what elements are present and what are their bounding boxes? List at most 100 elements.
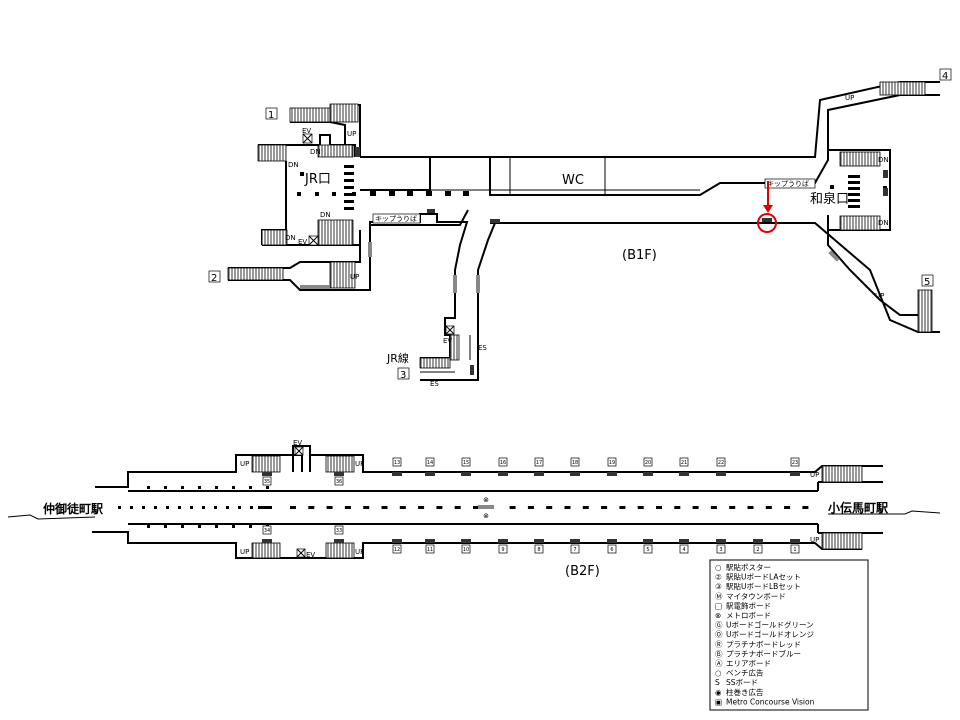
dn-label: DN	[320, 211, 331, 219]
izumi-exit-label: 和泉口	[810, 191, 849, 207]
legend-item-label: Uボードゴールドオレンジ	[726, 629, 814, 639]
up-label: UP	[347, 130, 356, 138]
track-mark	[118, 506, 121, 509]
track-mark	[729, 506, 736, 509]
ticket-office-label: キップうりば	[375, 214, 417, 223]
upper-board-mark	[262, 472, 272, 476]
track-mark	[418, 506, 425, 509]
upper-board-tag	[643, 457, 653, 467]
upper-board-number: 22	[718, 460, 724, 466]
upper-board-mark	[607, 472, 617, 476]
legend-item-label: ベンチ広告	[726, 668, 764, 678]
exit-2: 2	[211, 273, 217, 284]
upper-board-number: 15	[463, 460, 469, 466]
track-mark	[692, 506, 699, 509]
track-mark	[214, 506, 217, 509]
track-mark	[290, 506, 296, 509]
upper-board-tag	[607, 457, 617, 467]
upper-board-mark	[534, 472, 544, 476]
track-mark	[166, 506, 169, 509]
upper-board-mark	[392, 472, 402, 476]
track-mark	[344, 506, 351, 509]
upper-board-number: 23	[792, 460, 798, 466]
lower-board-number: 9	[501, 547, 504, 553]
lower-board-tag	[534, 544, 544, 554]
legend-item-label: SSボード	[726, 678, 758, 687]
upper-board-number: 16	[500, 460, 506, 466]
lower-board-number: 2	[756, 547, 759, 553]
corridor-wall-south	[490, 222, 940, 333]
upper-board-mark	[461, 472, 471, 476]
lower-board-number: 33	[336, 528, 342, 534]
up-label: UP	[845, 94, 854, 102]
legend-item-label: プラチナボードレッド	[726, 640, 801, 649]
track-mark	[637, 506, 644, 509]
lower-board-tag	[498, 544, 508, 554]
lower-board-tag	[753, 544, 763, 554]
legend-symbol-icon: □	[715, 601, 722, 610]
upper-board-tag	[716, 457, 726, 467]
lower-board-number: 3	[719, 547, 722, 553]
track-mark	[454, 506, 461, 509]
upper-board-tag	[425, 457, 435, 467]
legend-item-label: プラチナボードブルー	[726, 648, 801, 658]
b2f-floor-label: (B2F)	[565, 564, 600, 579]
lower-board-tag	[679, 544, 689, 554]
upper-board-mark	[790, 472, 800, 476]
track-mark	[784, 506, 791, 509]
upper-board-mark	[570, 472, 580, 476]
lower-board-mark	[334, 539, 344, 543]
pillar	[249, 525, 252, 528]
elevator-label: EV	[443, 337, 452, 345]
legend-symbol-icon: Ⓑ	[715, 649, 723, 658]
track-mark	[473, 506, 479, 509]
upper-board-tag	[392, 457, 402, 467]
up-label: UP	[875, 292, 884, 300]
lower-board-mark	[461, 539, 471, 543]
platform-pillars	[118, 486, 809, 528]
upper-board-number: 14	[427, 460, 433, 466]
exit-5: 5	[924, 277, 930, 288]
upper-board-tag	[570, 457, 580, 467]
track-mark	[154, 506, 157, 509]
lower-board-number: 12	[394, 547, 400, 553]
elevator-label: EV	[298, 238, 307, 246]
west-station-label: 仲御徒町駅	[43, 501, 104, 516]
lower-board-number: 11	[427, 547, 433, 553]
upper-board-number: 21	[681, 460, 687, 466]
legend-symbol-icon: Ⓖ	[715, 621, 723, 630]
upper-board-number: 19	[609, 460, 615, 466]
upper-board-mark	[498, 472, 508, 476]
elevator-label: EV	[306, 551, 315, 559]
track-mark	[308, 506, 315, 509]
lower-board-tag	[643, 544, 653, 554]
track-mark	[250, 506, 253, 509]
legend-item-label: 駅貼UボードLBセット	[726, 581, 801, 591]
east-station-label: 小伝馬町駅	[828, 500, 889, 515]
pillar	[266, 486, 269, 489]
lower-board-mark	[790, 539, 800, 543]
track-mark	[258, 506, 272, 509]
legend-item-label: マイタウンボード	[726, 592, 786, 601]
track-mark	[399, 506, 406, 509]
track-mark	[190, 506, 193, 509]
legend-symbol-icon: Ⓡ	[715, 640, 723, 649]
track-mark	[238, 506, 241, 509]
dn-label: DN	[310, 148, 321, 156]
lower-board-tag	[334, 525, 344, 535]
pillar	[164, 486, 167, 489]
upper-board-mark	[643, 472, 653, 476]
legend-symbol-icon: ○	[715, 669, 722, 678]
dn-label: DN	[288, 161, 299, 169]
lower-board-number: 7	[573, 547, 576, 553]
exit-markers: 1 2 3 4 5	[208, 68, 952, 381]
concourse-vision-board	[762, 218, 772, 222]
dn-label: DN	[878, 219, 889, 227]
up-label: UP	[355, 460, 364, 468]
pillar	[215, 525, 218, 528]
lower-board-tag	[425, 544, 435, 554]
arrow-down-icon	[763, 205, 773, 213]
track-mark	[747, 506, 754, 509]
